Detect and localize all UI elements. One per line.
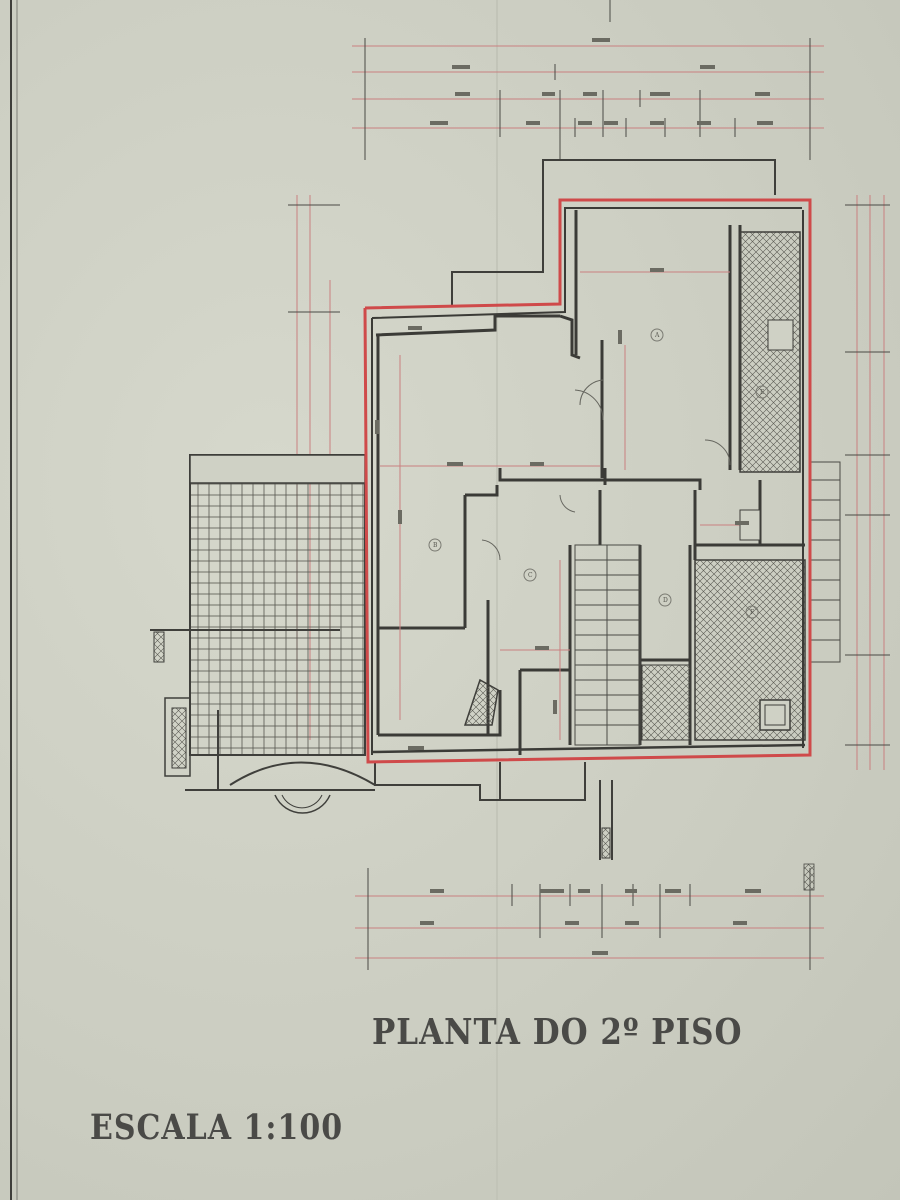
fireplace	[463, 678, 499, 726]
room-marker	[658, 593, 672, 607]
room-label: A	[654, 332, 660, 339]
tiled-wet-areas	[641, 231, 806, 741]
top-dimension-marks	[430, 38, 773, 125]
drawing-title: PLANTA DO 2º PISO	[372, 1012, 743, 1054]
room-marker	[745, 605, 759, 619]
top-dimension-chains	[352, 45, 824, 129]
room-label: D	[663, 597, 668, 604]
right-dimension-chains	[856, 195, 885, 770]
room-marker	[755, 385, 769, 399]
room-marker	[650, 328, 664, 342]
staircase	[574, 544, 641, 746]
drawing-scale: ESCALA 1:100	[90, 1108, 344, 1149]
tiled-terrace	[150, 454, 376, 814]
bottom-dimension-chains	[355, 895, 824, 959]
building-outline	[363, 198, 812, 764]
room-label: E	[760, 389, 764, 396]
room-label: F	[750, 609, 754, 616]
room-label: C	[528, 572, 533, 579]
room-marker	[523, 568, 537, 582]
room-marker	[428, 538, 442, 552]
room-label: B	[433, 542, 438, 549]
room-markers	[428, 328, 769, 619]
top-dimension-ticks	[364, 38, 811, 160]
